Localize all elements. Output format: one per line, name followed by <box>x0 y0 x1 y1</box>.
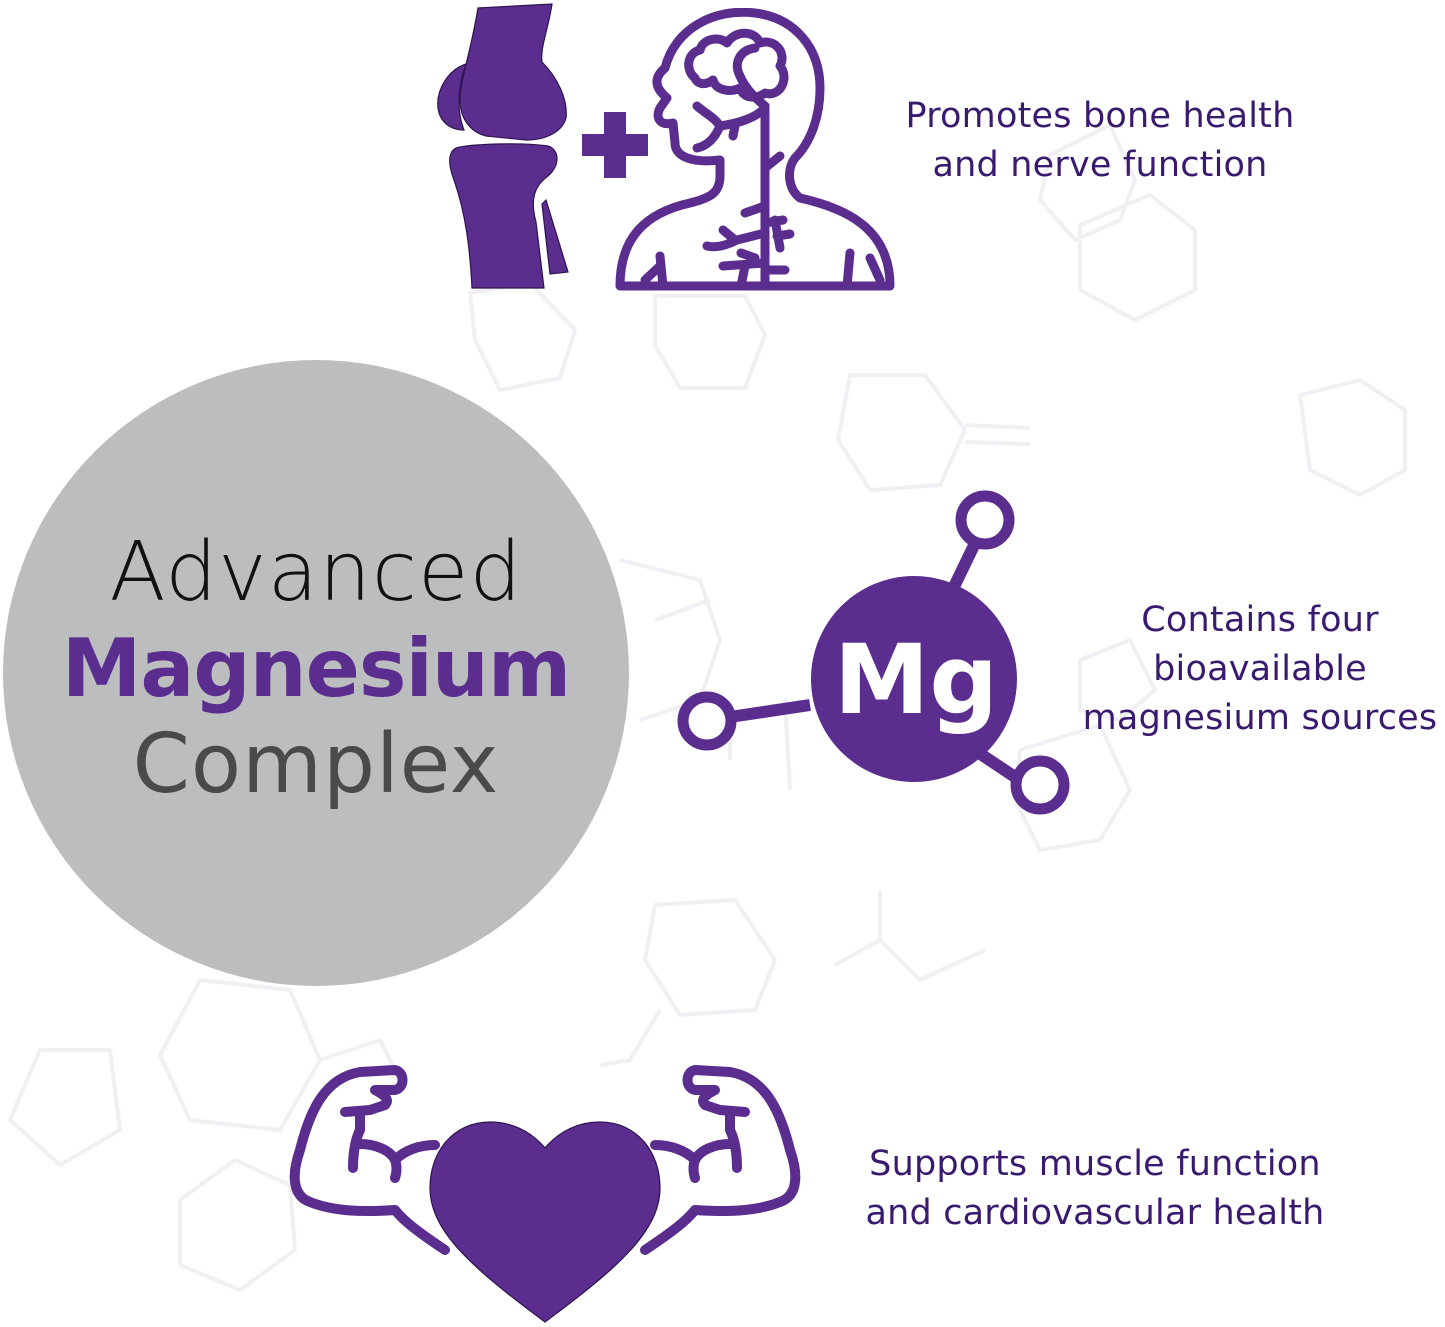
nervous-system-head-icon <box>615 8 895 291</box>
feature-text-muscle-cardio: Supports muscle function and cardiovascu… <box>855 1140 1335 1238</box>
feature-bone-nerve <box>430 0 910 295</box>
magnesium-molecule-icon: Mg <box>677 490 1070 815</box>
feature-line: and nerve function <box>932 145 1268 185</box>
badge-title-advanced: Advanced <box>109 525 523 620</box>
feature-line: and cardiovascular health <box>865 1193 1325 1233</box>
plus-icon <box>582 112 648 178</box>
product-badge: Advanced Magnesium Complex <box>3 360 629 986</box>
bone-joint-icon <box>437 3 569 289</box>
feature-line: Promotes bone health <box>905 96 1295 136</box>
feature-line: Supports muscle function <box>869 1144 1321 1184</box>
feature-text-bone-nerve: Promotes bone health and nerve function <box>880 92 1320 190</box>
magnesium-symbol: Mg <box>834 624 998 736</box>
heart-with-flexed-arms-icon <box>289 1065 801 1323</box>
feature-text-magnesium-sources: Contains four bioavailable magnesium sou… <box>1075 596 1445 743</box>
badge-title-magnesium: Magnesium <box>61 622 571 715</box>
feature-line: Contains four <box>1141 600 1379 640</box>
product-badge-circle <box>3 360 629 986</box>
badge-title-complex: Complex <box>132 717 500 812</box>
feature-line: bioavailable <box>1153 649 1367 689</box>
feature-line: magnesium sources <box>1082 698 1438 738</box>
